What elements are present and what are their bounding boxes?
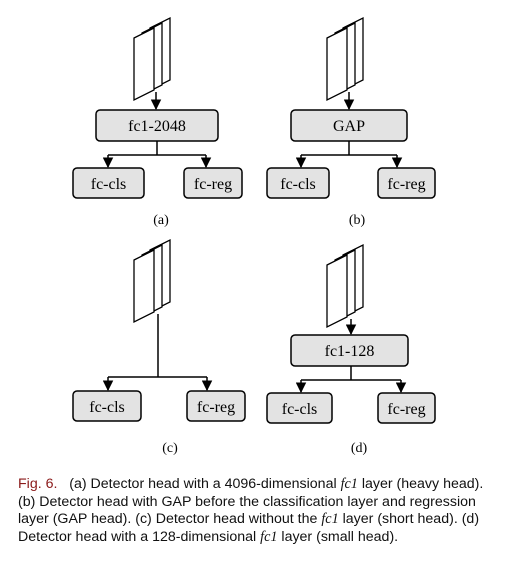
caption-math: fc1 [260,528,278,545]
fc-reg-box [377,392,436,424]
caption-math: fc1 [321,511,339,527]
fc-reg-label: fc-reg [197,399,235,416]
detector-head-diagram: fc1-2048 fc-cls fc-reg (a) GAP fc-cls fc… [72,16,436,456]
middle-box-label: fc1-2048 [128,118,186,135]
figure-number: Fig. 6. [18,476,58,492]
fc-reg-box [377,167,436,199]
panel-d: fc1-128 fc-cls fc-reg (d) [266,243,436,456]
fc-cls-box [72,390,142,422]
fc-cls-label: fc-cls [282,401,318,418]
feature-map-icon [133,238,171,324]
fc-reg-box [186,390,246,422]
fc-reg-label: fc-reg [387,401,425,418]
fc-reg-label: fc-reg [387,176,425,193]
panel-sub-label: (a) [153,213,169,228]
feature-map-icon [326,16,364,102]
middle-box-label: GAP [333,118,365,135]
panel-sub-label: (b) [349,213,366,228]
feature-map-icon [133,16,171,102]
caption-math: fc1 [340,476,358,492]
panel-b: GAP fc-cls fc-reg (b) [266,16,436,228]
fc-cls-box [72,167,145,199]
fc-cls-label: fc-cls [89,399,125,416]
fc-cls-label: fc-cls [280,176,316,193]
figure-caption: Fig. 6. (a) Detector head with a 4096-di… [18,476,496,546]
caption-text: layer (small head). [277,528,399,545]
middle-box-label: fc1-128 [325,343,375,360]
panel-a: fc1-2048 fc-cls fc-reg (a) [72,16,243,228]
fc-cls-box [266,392,333,424]
panel-sub-label: (c) [162,441,178,456]
fc-cls-box [266,167,330,199]
panel-sub-label: (d) [351,441,368,456]
caption-text: (a) Detector head with a 4096-dimensiona… [69,476,341,492]
caption-text: layer (short head). (d) Detector head wi… [18,511,480,545]
panel-c: fc-cls fc-reg (c) [72,238,246,456]
fc-reg-box [183,167,243,199]
fc1-128-box [290,334,409,367]
fc-cls-label: fc-cls [91,176,127,193]
caption-text: layer (heavy head). (b) Detector head wi… [18,476,484,527]
feature-map-icon [326,243,364,329]
fc-reg-label: fc-reg [194,176,232,193]
